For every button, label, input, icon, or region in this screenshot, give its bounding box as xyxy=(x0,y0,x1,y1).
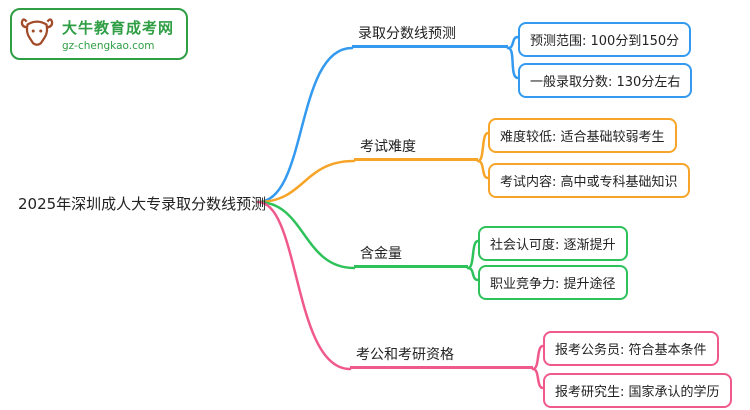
connector xyxy=(476,159,490,180)
branch-node: 含金量 xyxy=(354,246,468,268)
branch-node: 录取分数线预测 xyxy=(352,26,508,48)
leaf-node: 难度较低: 适合基础较弱考生 xyxy=(488,118,677,153)
site-logo: 大牛教育成考网 gz-chengkao.com xyxy=(10,8,189,60)
leaf-node: 报考公务员: 符合基本条件 xyxy=(543,331,719,366)
root-node: 2025年深圳成人大专录取分数线预测 xyxy=(18,195,267,213)
connector xyxy=(466,239,480,270)
connector xyxy=(531,344,545,371)
connector xyxy=(256,200,352,371)
leaf-node: 一般录取分数: 130分左右 xyxy=(518,63,693,98)
branch-node: 考公和考研资格 xyxy=(350,347,533,369)
connector xyxy=(256,159,356,204)
connector xyxy=(476,131,490,163)
connector xyxy=(256,200,356,270)
connector xyxy=(506,46,520,80)
leaf-node: 社会认可度: 逐渐提升 xyxy=(478,226,628,261)
logo-title: 大牛教育成考网 xyxy=(62,18,175,37)
leaf-node: 预测范围: 100分到150分 xyxy=(518,22,692,57)
leaf-node: 考试内容: 高中或专科基础知识 xyxy=(488,163,690,198)
logo-subtitle: gz-chengkao.com xyxy=(62,39,155,52)
connector xyxy=(506,35,520,50)
branch-node: 考试难度 xyxy=(354,139,478,161)
connector xyxy=(256,46,354,204)
leaf-node: 职业竞争力: 提升途径 xyxy=(478,265,628,300)
bull-logo-icon xyxy=(20,15,54,53)
leaf-node: 报考研究生: 国家承认的学历 xyxy=(543,373,732,408)
connector xyxy=(531,367,545,390)
connector xyxy=(466,266,480,282)
